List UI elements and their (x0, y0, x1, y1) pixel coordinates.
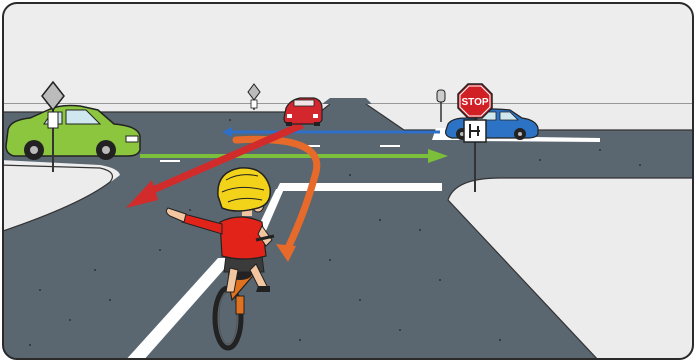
far-diamond-sign (247, 83, 261, 110)
stop-line-right (276, 183, 442, 191)
green-arrow (140, 149, 448, 163)
road (3, 104, 693, 359)
far-curb-right (365, 103, 693, 131)
red-car (283, 97, 323, 126)
yellow-helmet (217, 167, 271, 212)
far-dash-2 (380, 145, 400, 147)
blue-arrow (222, 127, 440, 137)
left-corner-sidewalk (3, 164, 113, 233)
left-diamond-sign (41, 80, 65, 172)
red-arrow (126, 122, 304, 208)
parking-meter (436, 89, 446, 122)
orange-arrow (232, 135, 321, 262)
stop-sign: STOP (457, 83, 493, 192)
stop-sign-text: STOP (461, 97, 488, 108)
road-texture (29, 119, 641, 346)
far-road (322, 98, 372, 104)
far-dash-3 (160, 160, 180, 162)
center-line-near (124, 258, 234, 359)
right-corner-sidewalk (447, 177, 693, 359)
red-shirt (219, 216, 267, 260)
child-cyclist (165, 167, 275, 351)
